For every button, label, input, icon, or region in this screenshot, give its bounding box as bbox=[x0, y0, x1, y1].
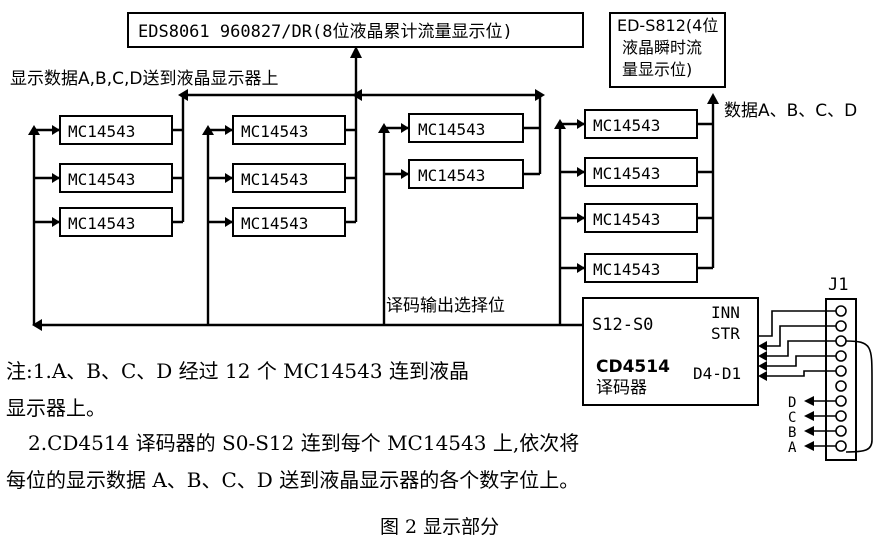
cd4514-decoder-box bbox=[582, 297, 759, 406]
pin-label-a: A bbox=[788, 440, 797, 456]
arrow-out-d bbox=[804, 396, 814, 406]
note-2-line2: 每位的显示数据 A、B、C、D 送到液晶显示器的各个数字位上。 bbox=[6, 468, 580, 492]
decode-select-label: 译码输出选择位 bbox=[386, 296, 505, 316]
decoder-str-label: STR bbox=[711, 324, 740, 343]
mc14543-chip-9: MC14543 bbox=[584, 109, 698, 139]
decoder-name: CD4514 bbox=[596, 357, 670, 377]
chip-label-2: MC14543 bbox=[68, 170, 135, 189]
arrow-str bbox=[758, 341, 767, 351]
mc14543-chip-12: MC14543 bbox=[584, 253, 698, 283]
decoder-desc: 译码器 bbox=[596, 378, 647, 398]
loop-wire bbox=[845, 340, 873, 453]
lcd-instant-flow-box bbox=[609, 12, 726, 88]
chip-label-4: MC14543 bbox=[241, 122, 308, 141]
arrow-select-left bbox=[32, 319, 42, 331]
chip-label-9: MC14543 bbox=[593, 116, 660, 135]
arrow-in-3b bbox=[401, 169, 409, 179]
decoder-s-label: S12-S0 bbox=[592, 315, 653, 335]
arrow-out-a bbox=[804, 441, 814, 451]
arrow-in-4d bbox=[577, 263, 585, 273]
chip-label-5: MC14543 bbox=[241, 170, 308, 189]
arrow-d4 bbox=[758, 351, 767, 361]
pin-label-d: D bbox=[788, 395, 796, 411]
mc14543-chip-3: MC14543 bbox=[59, 207, 173, 237]
arrow-in-3a bbox=[401, 123, 409, 133]
mc14543-chip-6: MC14543 bbox=[232, 207, 346, 237]
group4-inputs bbox=[560, 122, 585, 270]
mc14543-chip-4: MC14543 bbox=[232, 115, 346, 145]
lcd-instant-line3: 量显示位) bbox=[622, 60, 692, 79]
mc14543-chip-8: MC14543 bbox=[408, 159, 524, 189]
wire-d3 bbox=[765, 355, 836, 367]
decoder-d-label: D4-D1 bbox=[693, 364, 741, 383]
arrow-d3 bbox=[758, 361, 767, 371]
pin-label-b: B bbox=[788, 425, 796, 441]
wire-str bbox=[765, 325, 836, 347]
chip-label-8: MC14543 bbox=[418, 166, 485, 185]
arrow-out-c bbox=[804, 411, 814, 421]
lcd-instant-line2: 液晶瞬时流 bbox=[622, 38, 702, 57]
group2-outputs bbox=[345, 95, 358, 224]
chip-label-11: MC14543 bbox=[593, 210, 660, 229]
wire-d2 bbox=[765, 370, 836, 377]
group3-outputs bbox=[523, 95, 542, 176]
chip-label-12: MC14543 bbox=[593, 260, 660, 279]
arrow-out-b bbox=[804, 426, 814, 436]
arrow-up-instant-display bbox=[707, 93, 719, 104]
wire-inn bbox=[758, 310, 836, 337]
arrow-in-4a bbox=[577, 119, 585, 129]
lcd-total-flow-label: EDS8061 960827/DR(8位液晶累计流量显示位) bbox=[138, 22, 513, 42]
arrow-in-4b bbox=[577, 167, 585, 177]
arrow-d2 bbox=[758, 371, 767, 381]
j1-pin-6 bbox=[835, 380, 847, 392]
group3-inputs bbox=[384, 126, 409, 176]
arrow-in-4c bbox=[577, 213, 585, 223]
arrow-in-2a bbox=[225, 125, 233, 135]
wire-d4 bbox=[765, 340, 836, 357]
mc14543-chip-10: MC14543 bbox=[584, 157, 698, 187]
note-1-line1: 注:1.A、B、C、D 经过 12 个 MC14543 连到液晶 bbox=[6, 359, 469, 383]
figure-caption: 图 2 显示部分 bbox=[380, 516, 500, 538]
group4-outputs bbox=[697, 100, 715, 270]
group1-outputs bbox=[172, 95, 185, 224]
mc14543-chip-1: MC14543 bbox=[59, 115, 173, 145]
arrow-in-1b bbox=[52, 173, 60, 183]
chip-label-10: MC14543 bbox=[593, 164, 660, 183]
arrow-in-2b bbox=[225, 173, 233, 183]
decoder-inn-label: INN bbox=[711, 303, 740, 322]
mc14543-chip-2: MC14543 bbox=[59, 163, 173, 193]
arrow-in-1c bbox=[52, 217, 60, 227]
mc14543-chip-11: MC14543 bbox=[584, 203, 698, 233]
lcd-instant-line1: ED-S812(4位 bbox=[617, 16, 718, 35]
arrow-up-display bbox=[350, 46, 362, 58]
data-abcd-label: 数据A、B、C、D bbox=[724, 101, 857, 121]
lcd-total-flow-box bbox=[127, 12, 584, 48]
mc14543-chip-7: MC14543 bbox=[408, 113, 524, 143]
chip-label-7: MC14543 bbox=[418, 120, 485, 139]
pin-label-c: C bbox=[788, 410, 796, 426]
j1-label: J1 bbox=[828, 275, 848, 295]
mc14543-chip-5: MC14543 bbox=[232, 163, 346, 193]
arrow-in-2c bbox=[225, 217, 233, 227]
chip-label-1: MC14543 bbox=[68, 122, 135, 141]
abcd-output-wires bbox=[806, 400, 836, 447]
note-1-line2: 显示器上。 bbox=[6, 396, 106, 420]
chip-label-3: MC14543 bbox=[68, 214, 135, 233]
chip-label-6: MC14543 bbox=[241, 214, 308, 233]
send-data-label: 显示数据A,B,C,D送到液晶显示器上 bbox=[10, 69, 278, 89]
note-2-line1: 2.CD4514 译码器的 S0-S12 连到每个 MC14543 上,依次将 bbox=[28, 431, 580, 455]
arrow-in-1a bbox=[52, 125, 60, 135]
